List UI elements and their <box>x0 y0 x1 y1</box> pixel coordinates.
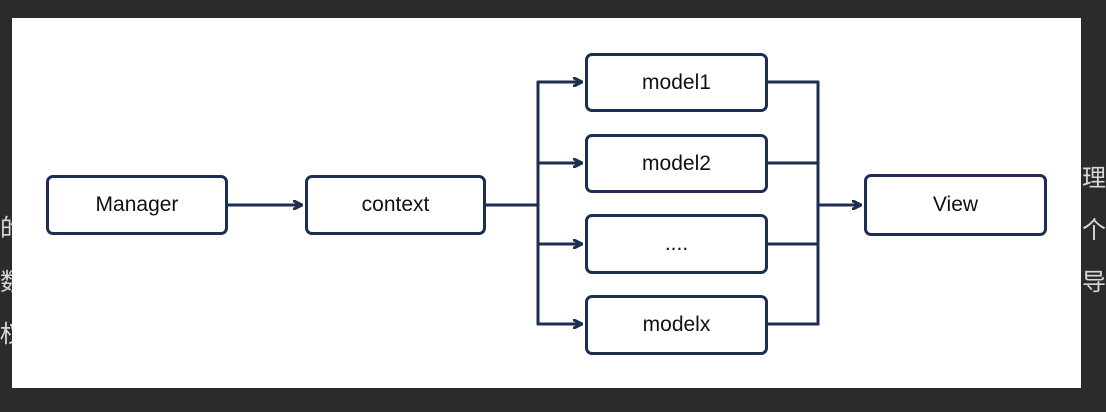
manager-node: Manager <box>46 175 228 235</box>
ellipsis-node: .... <box>585 214 768 274</box>
context-node: context <box>305 175 486 235</box>
model2-node: model2 <box>585 134 768 193</box>
diagram-canvas: Manager context model1 model2 .... model… <box>12 18 1081 388</box>
modelx-node: modelx <box>585 295 768 355</box>
view-node: View <box>864 174 1047 236</box>
background-text-right-1: 理， <box>1082 164 1106 192</box>
background-text-right-2: 个 <box>1082 216 1106 244</box>
diagram-edges <box>226 18 1081 388</box>
model1-node: model1 <box>585 53 768 112</box>
background-text-right-3: 导 <box>1082 268 1106 296</box>
